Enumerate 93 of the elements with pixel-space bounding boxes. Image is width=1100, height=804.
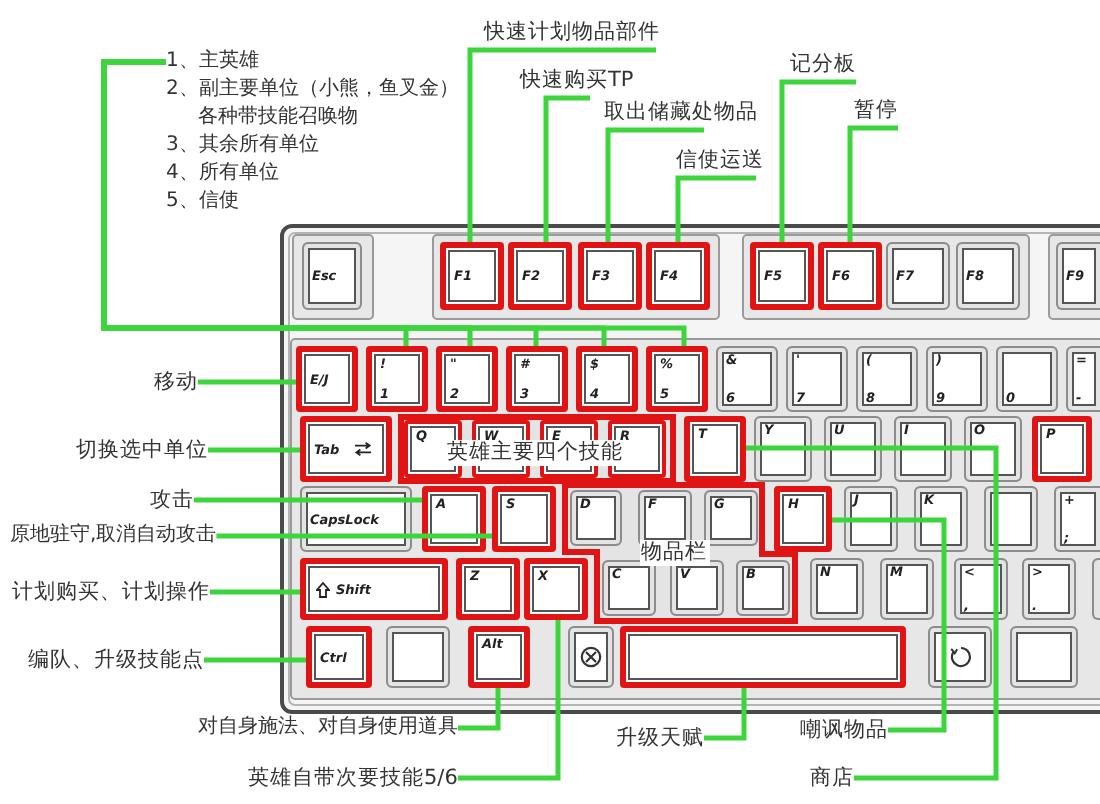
- leader-line: [847, 125, 898, 242]
- callout-text: 切换选中单位: [76, 436, 208, 464]
- key: [1010, 626, 1078, 688]
- key: [1092, 558, 1100, 620]
- callout-text: 计划购买、计划操作: [12, 578, 210, 606]
- key: [508, 242, 572, 310]
- leader-line: [779, 79, 856, 242]
- callout-text: 快速计划物品部件: [484, 18, 660, 50]
- key: [436, 346, 498, 412]
- leader-line: [704, 688, 747, 741]
- callout-text: 攻击: [150, 486, 194, 514]
- group-label: 英雄主要四个技能: [445, 440, 625, 466]
- callout-text: 信使运送: [676, 146, 764, 178]
- leader-line: [746, 445, 999, 781]
- key: [578, 242, 642, 310]
- key: [810, 558, 864, 620]
- key: [670, 560, 724, 616]
- leader-line: [605, 127, 704, 242]
- key: [818, 242, 882, 310]
- leader-line: [204, 657, 306, 663]
- leader-line: [543, 95, 590, 242]
- list-item: 2、副主要单位（小熊，鱼叉金）各种带技能召唤物: [166, 76, 461, 132]
- key: [422, 486, 486, 552]
- spacebar: [620, 626, 906, 688]
- key: [302, 242, 362, 310]
- key: [894, 416, 952, 482]
- key: [786, 346, 848, 412]
- key: [1056, 242, 1100, 310]
- key: [886, 242, 950, 310]
- key: [386, 626, 450, 688]
- list-item: 1、主英雄: [166, 48, 259, 76]
- key: [716, 346, 778, 412]
- key: [956, 242, 1020, 310]
- leader-line: [216, 533, 492, 539]
- key: [492, 486, 556, 552]
- key: [570, 490, 622, 546]
- leader-line: [194, 497, 422, 503]
- key: [366, 346, 428, 412]
- list-item: 4、所有单位: [166, 160, 279, 188]
- callout-text: 升级天赋: [616, 724, 704, 752]
- list-item: 3、其余所有单位: [166, 132, 319, 160]
- key: [506, 346, 568, 412]
- key: [754, 416, 812, 482]
- key: [646, 346, 708, 412]
- key: [524, 558, 588, 620]
- key: [996, 346, 1058, 412]
- key: [300, 558, 448, 620]
- callout-text: 暂停: [854, 96, 898, 128]
- key: [602, 560, 656, 616]
- key: [736, 560, 790, 616]
- leader-line: [458, 688, 501, 731]
- leader-line: [457, 620, 561, 781]
- callout-text: 原地驻守,取消自动攻击: [10, 522, 217, 550]
- key: [306, 626, 372, 688]
- callout-text: 商店: [810, 764, 854, 792]
- key: [684, 416, 746, 482]
- key: [844, 486, 898, 552]
- key: [928, 626, 992, 688]
- key: [1054, 486, 1100, 552]
- key: [568, 626, 614, 688]
- key: [576, 346, 638, 412]
- key: [704, 490, 758, 546]
- key: [926, 346, 988, 412]
- key-group: [398, 414, 676, 484]
- callout-text: 快速购买TP: [520, 66, 634, 98]
- key: [774, 486, 832, 552]
- callout-text: 记分板: [790, 50, 856, 82]
- key: [1066, 346, 1100, 412]
- leader-line: [208, 447, 300, 453]
- callout-text: 移动: [154, 368, 198, 396]
- key: [1032, 416, 1092, 482]
- leader-line: [198, 379, 296, 385]
- leader-line: [210, 589, 300, 595]
- callout-text: 英雄自带次要技能5/6: [248, 764, 458, 792]
- key: [296, 346, 358, 412]
- callout-text: 对自身施法、对自身使用道具: [198, 714, 458, 742]
- key: [880, 558, 934, 620]
- group-label: 物品栏: [639, 540, 709, 566]
- key: [456, 558, 520, 620]
- key: [468, 626, 530, 688]
- key: [646, 242, 710, 310]
- callout-text: 编队、升级技能点: [28, 646, 204, 674]
- key: [750, 242, 814, 310]
- callout-text: 嘲讽物品: [800, 716, 888, 744]
- key: [1022, 558, 1076, 620]
- key: [440, 242, 504, 310]
- callout-text: 取出储藏处物品: [604, 98, 758, 130]
- key: [824, 416, 882, 482]
- key: [856, 346, 918, 412]
- leader-line: [675, 175, 756, 242]
- leader-line: [467, 47, 656, 242]
- list-item: 5、信使: [166, 188, 239, 216]
- key: [300, 416, 392, 482]
